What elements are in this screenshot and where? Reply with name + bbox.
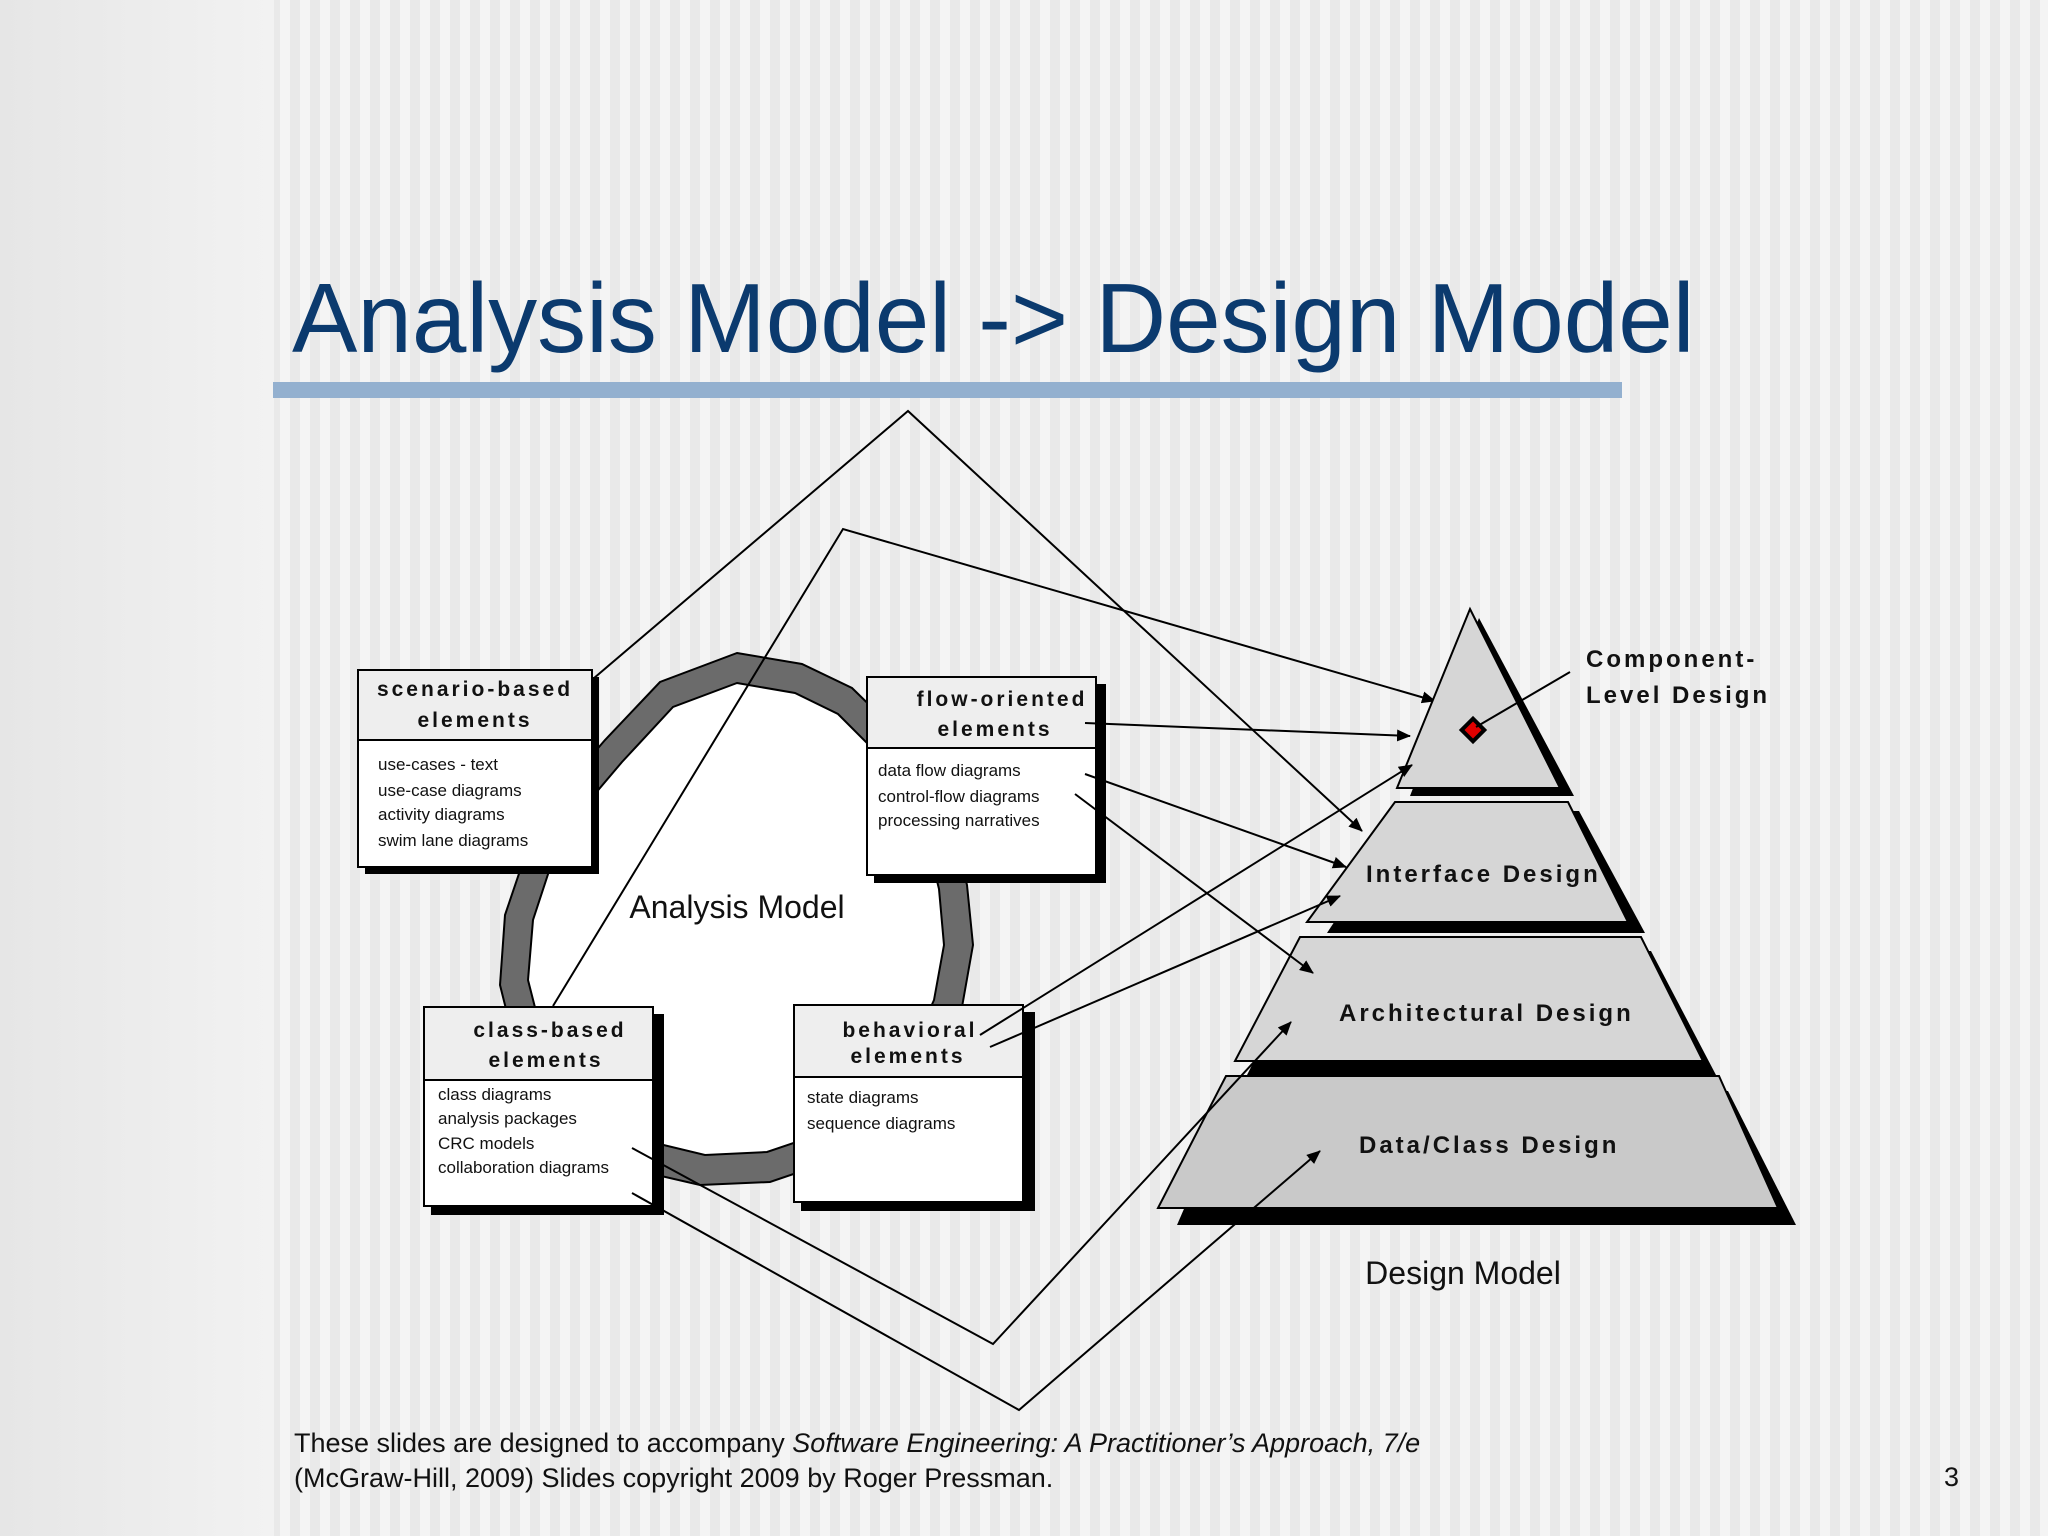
scenario-to-interface-line bbox=[579, 409, 1363, 832]
behavioral-item: state diagrams bbox=[807, 1088, 919, 1107]
class-to-architectural-arrow bbox=[631, 1021, 1292, 1346]
class-item: collaboration diagrams bbox=[438, 1158, 609, 1177]
class-item: CRC models bbox=[438, 1134, 534, 1153]
class-item: class diagrams bbox=[438, 1085, 551, 1104]
flow-to-component-arrow bbox=[1084, 722, 1411, 742]
flow-title-1: flow-oriented bbox=[917, 688, 1088, 711]
behavioral-to-component-arrow bbox=[979, 764, 1413, 1036]
class-to-data-arrow bbox=[631, 1150, 1321, 1412]
footer-prefix: These slides are designed to accompany bbox=[294, 1428, 793, 1458]
footer-line-2: (McGraw-Hill, 2009) Slides copyright 200… bbox=[294, 1463, 1054, 1493]
behavioral-to-interface-arrow bbox=[989, 895, 1341, 1048]
flow-item: data flow diagrams bbox=[878, 761, 1021, 780]
interface-design-label: Interface Design bbox=[1366, 861, 1601, 888]
flow-item: control-flow diagrams bbox=[878, 787, 1040, 806]
scenario-title-1: scenario-based bbox=[377, 678, 573, 701]
behavioral-title-1: behavioral bbox=[842, 1019, 977, 1042]
data-class-layer bbox=[1156, 1075, 1780, 1209]
component-layer bbox=[1395, 606, 1562, 789]
scenario-item: use-case diagrams bbox=[378, 781, 522, 800]
class-title-1: class-based bbox=[473, 1019, 626, 1042]
footer-line-1: These slides are designed to accompany S… bbox=[294, 1426, 1420, 1461]
title-underline bbox=[273, 382, 1622, 398]
flow-item: processing narratives bbox=[878, 811, 1040, 830]
interface-layer bbox=[1305, 801, 1630, 923]
page-number: 3 bbox=[1944, 1462, 1960, 1492]
footer-book-title: Software Engineering: A Practitioner’s A… bbox=[792, 1428, 1421, 1458]
behavioral-item: sequence diagrams bbox=[807, 1114, 955, 1133]
component-callout-line bbox=[1475, 671, 1571, 728]
analysis-model-label: Analysis Model bbox=[629, 889, 844, 925]
flow-to-interface-arrow bbox=[1084, 773, 1347, 869]
architectural-layer bbox=[1233, 936, 1705, 1062]
flow-title-2: elements bbox=[937, 718, 1052, 741]
component-label-2: Level Design bbox=[1586, 682, 1770, 709]
design-pyramid: Interface Design Architectural Design Da… bbox=[1156, 606, 1796, 1291]
architectural-design-label: Architectural Design bbox=[1339, 1000, 1634, 1027]
scenario-title-2: elements bbox=[417, 709, 532, 732]
scenario-item: swim lane diagrams bbox=[378, 831, 528, 850]
mapping-arrows bbox=[631, 722, 1413, 1412]
design-model-label: Design Model bbox=[1365, 1255, 1561, 1291]
connector-lines bbox=[552, 409, 1436, 1007]
slide-title: Analysis Model -> Design Model bbox=[292, 263, 1695, 373]
class-to-component-line bbox=[552, 527, 1436, 1007]
behavioral-box: behavioral elements state diagrams seque… bbox=[793, 1004, 1035, 1211]
component-label-1: Component- bbox=[1586, 646, 1757, 673]
class-based-box: class-based elements class diagrams anal… bbox=[423, 1006, 664, 1215]
flow-oriented-box: flow-oriented elements data flow diagram… bbox=[866, 676, 1106, 883]
scenario-based-box: scenario-based elements use-cases - text… bbox=[357, 669, 599, 874]
scenario-item: use-cases - text bbox=[378, 755, 498, 774]
footer-credit: These slides are designed to accompany S… bbox=[294, 1426, 1420, 1496]
class-item: analysis packages bbox=[438, 1109, 577, 1128]
data-class-design-label: Data/Class Design bbox=[1359, 1132, 1619, 1159]
flow-to-architectural-arrow bbox=[1074, 793, 1314, 974]
scenario-item: activity diagrams bbox=[378, 805, 505, 824]
component-marker bbox=[1458, 715, 1488, 745]
behavioral-title-2: elements bbox=[850, 1045, 965, 1068]
class-title-2: elements bbox=[488, 1049, 603, 1072]
